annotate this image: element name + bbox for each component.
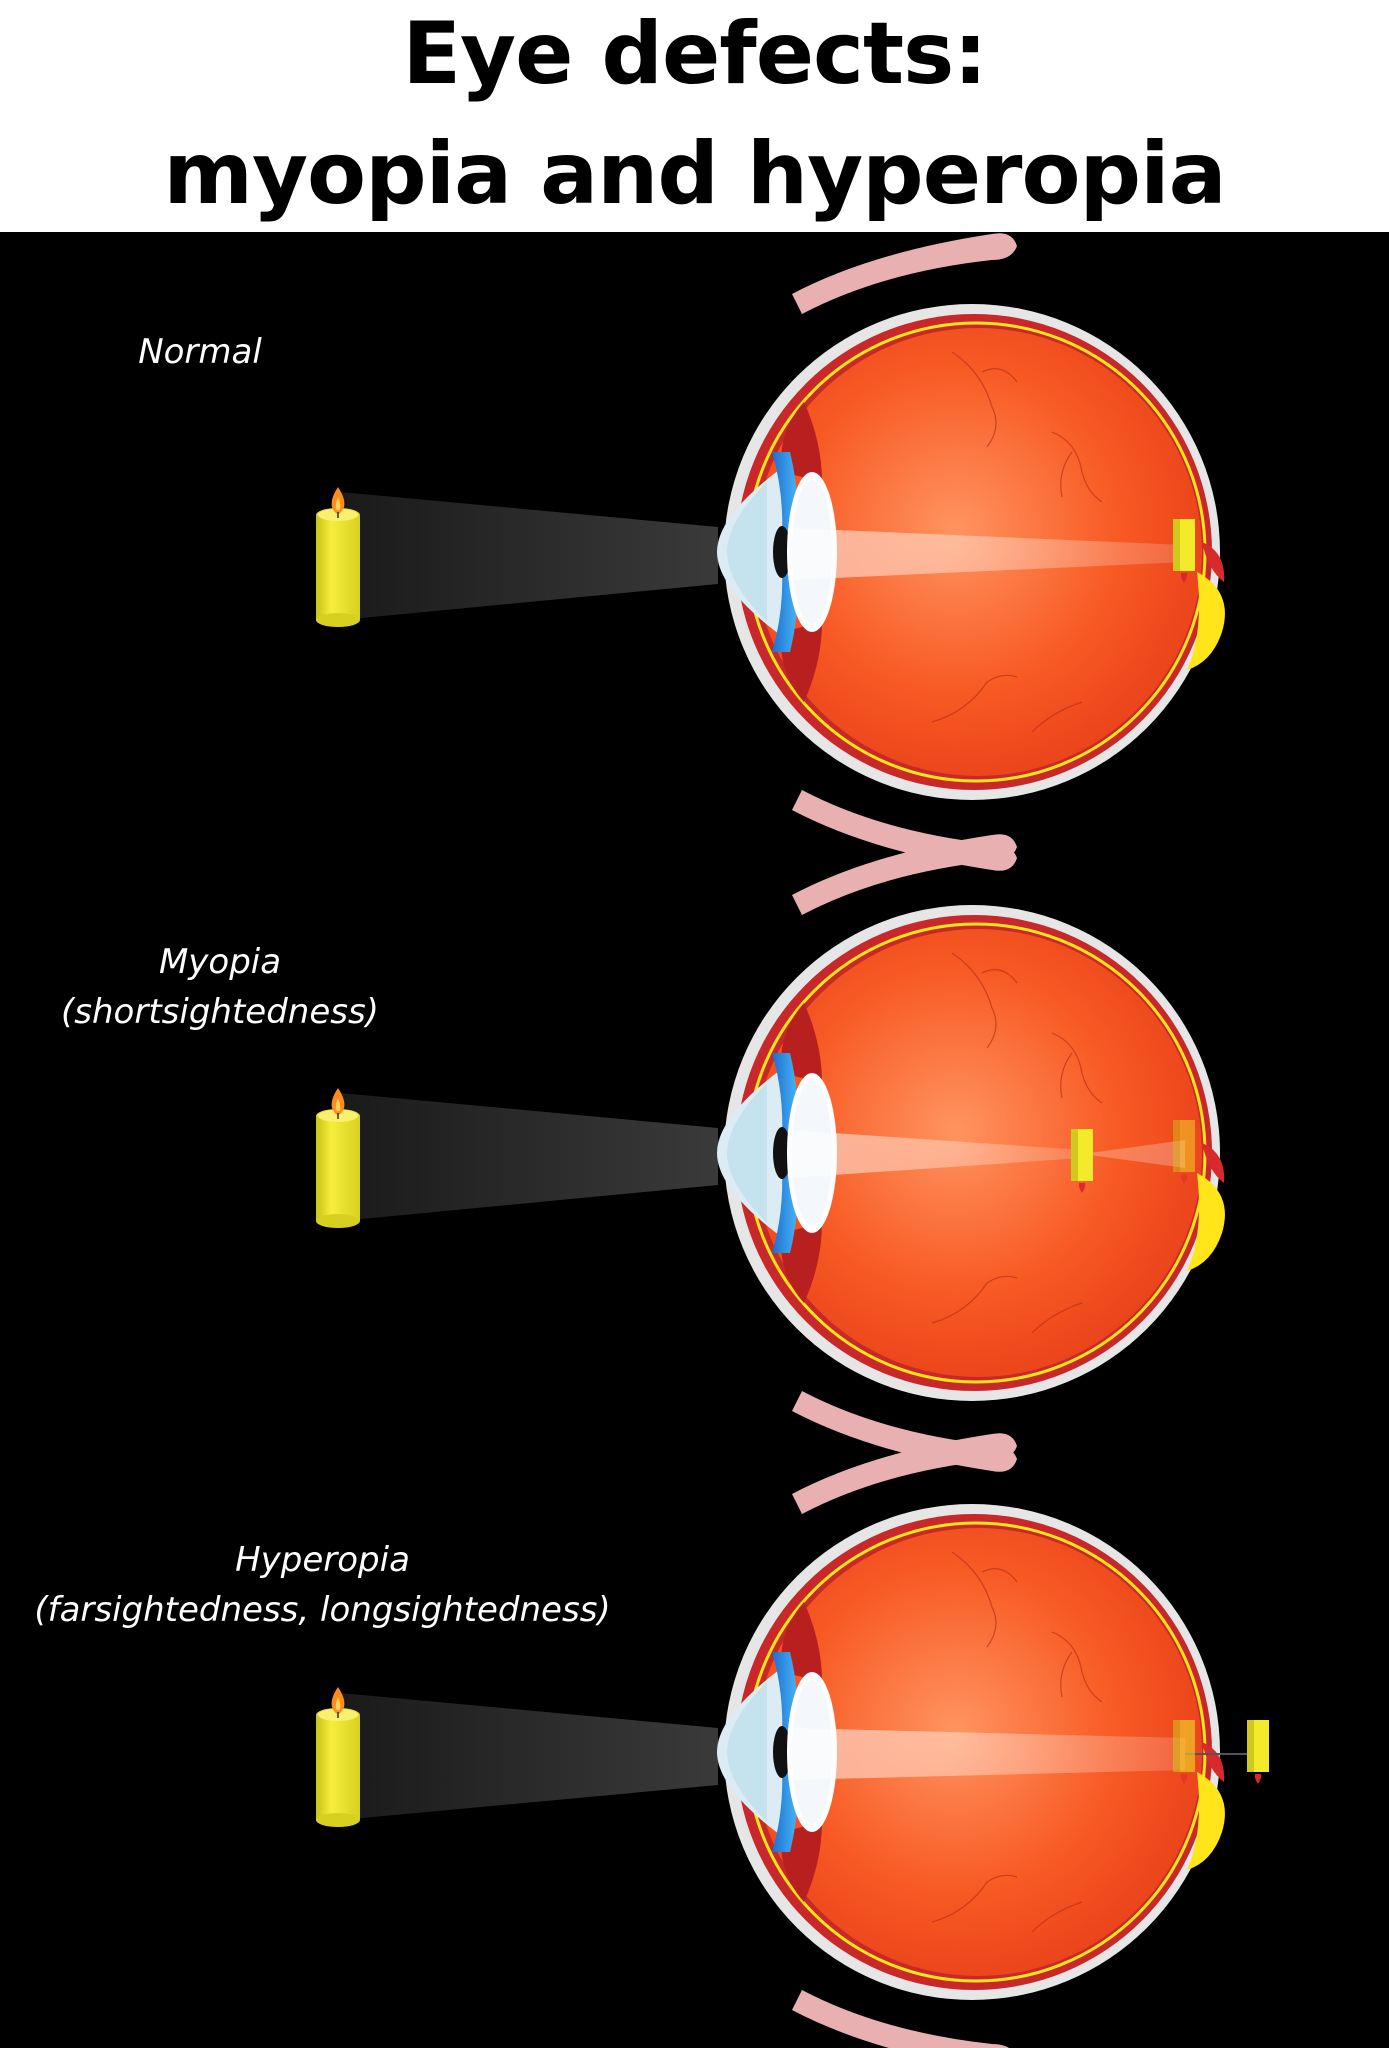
label-hyperopia: Hyperopia (farsightedness, longsightedne… <box>20 1535 625 1635</box>
label-hyperopia-line-2: (farsightedness, longsightedness) <box>34 1590 611 1630</box>
light-beam-outside <box>340 1693 718 1820</box>
label-hyperopia-line-1: Hyperopia <box>235 1540 410 1580</box>
label-myopia: Myopia (shortsightedness) <box>20 937 420 1037</box>
light-beam-outside <box>340 1093 718 1221</box>
light-beam-inside <box>790 1728 1185 1780</box>
label-normal-line-1: Normal <box>138 332 262 372</box>
light-beam-inside <box>790 528 1185 580</box>
light-beam-diverging <box>1082 1140 1185 1168</box>
title-line-2: myopia and hyperopia <box>163 124 1226 224</box>
panel-hyperopia <box>315 1431 1269 2048</box>
label-myopia-line-2: (shortsightedness) <box>61 992 379 1032</box>
label-normal: Normal <box>100 327 300 377</box>
title-line-1: Eye defects: <box>402 4 987 104</box>
label-myopia-line-1: Myopia <box>158 942 282 982</box>
panel-normal <box>315 231 1227 873</box>
header: Eye defects: myopia and hyperopia <box>0 0 1389 232</box>
panel-myopia <box>315 832 1227 1474</box>
light-beam-outside <box>340 492 718 620</box>
light-beam-inside <box>790 1130 1082 1178</box>
image-candle-icon <box>1247 1720 1269 1784</box>
